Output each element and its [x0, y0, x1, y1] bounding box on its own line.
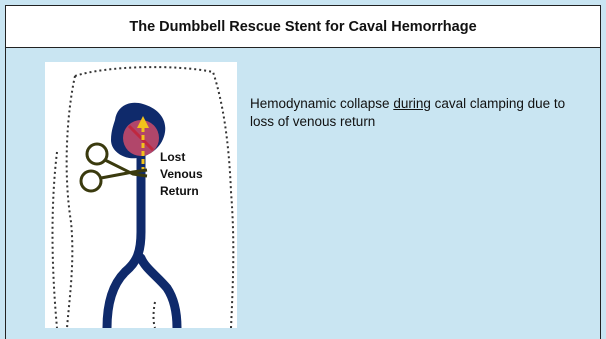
- slide-title: The Dumbbell Rescue Stent for Caval Hemo…: [129, 19, 476, 35]
- label-line-1: Lost: [160, 149, 240, 166]
- body-text: Hemodynamic collapse during caval clampi…: [250, 95, 580, 131]
- title-box: The Dumbbell Rescue Stent for Caval Hemo…: [5, 5, 601, 48]
- frame-border-left: [5, 48, 6, 339]
- body-outline-left: [67, 76, 75, 328]
- body-text-underlined: during: [393, 96, 431, 111]
- label-line-3: Return: [160, 183, 240, 200]
- vena-cava: [107, 152, 141, 328]
- vena-cava-branch: [141, 258, 177, 328]
- leg-outline: [154, 302, 156, 328]
- frame-border-right: [600, 48, 601, 339]
- label-line-2: Venous: [160, 166, 240, 183]
- arm-outline-left: [53, 152, 58, 328]
- lost-venous-return-label: Lost Venous Return: [160, 149, 240, 200]
- body-text-pre: Hemodynamic collapse: [250, 96, 393, 111]
- anatomy-diagram: Lost Venous Return: [45, 62, 237, 328]
